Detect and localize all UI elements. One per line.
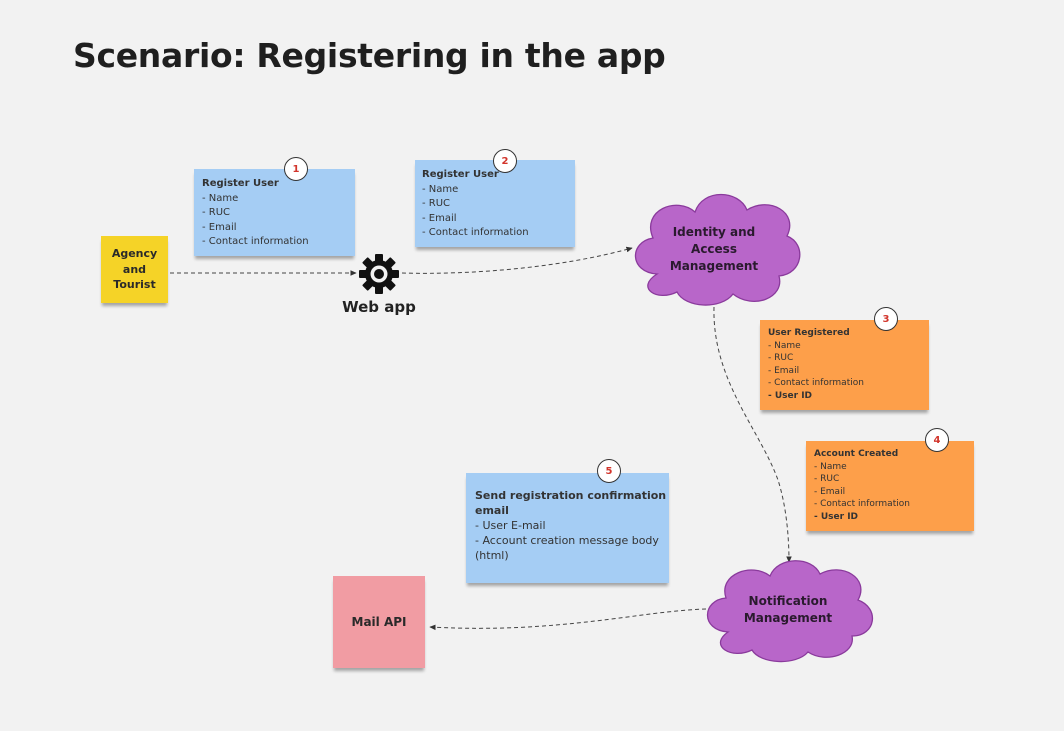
note-line: - User ID xyxy=(768,390,813,401)
note-line: - Email xyxy=(814,486,846,497)
note-line: - Name xyxy=(422,183,459,195)
note-line: - RUC xyxy=(422,198,451,209)
note-line: - Email xyxy=(422,212,457,224)
connector-notification-to-mail xyxy=(429,608,707,631)
note-heading: Send registration confirmation xyxy=(475,489,667,502)
step-badge-3: 3 xyxy=(874,307,898,331)
note-line: - Contact information xyxy=(422,227,529,238)
iam-label: Identity and Access Management xyxy=(650,222,778,276)
notification-label-line1: Notification xyxy=(748,594,828,608)
agency-label-line2: and xyxy=(122,262,147,276)
event-note-4: Account Created - Name - RUC - Email - C… xyxy=(806,441,974,531)
step-badge-5: 5 xyxy=(597,459,621,483)
note-line: - Contact information xyxy=(768,378,864,388)
note-line: - Email xyxy=(202,221,237,233)
note-heading: Register User xyxy=(422,169,499,180)
notification-label-line2: Management xyxy=(743,611,833,625)
iam-label-line1: Identity and xyxy=(672,224,756,239)
agency-label-line3: Tourist xyxy=(113,278,156,292)
notification-label: Notification Management xyxy=(728,590,848,630)
note-line: - Account creation message body xyxy=(475,534,659,547)
mail-api-label: Mail API xyxy=(351,615,407,629)
note-line: - User ID xyxy=(814,511,859,522)
note-heading: Register User xyxy=(202,178,279,189)
step-badge-1: 1 xyxy=(284,157,308,181)
note-line: - Name xyxy=(202,192,239,204)
actor-mail-api: Mail API xyxy=(333,576,425,668)
event-note-1: Register User - Name - RUC - Email - Con… xyxy=(194,169,355,256)
page-title: Scenario: Registering in the app xyxy=(73,36,666,75)
actor-agency-tourist: Agency and Tourist xyxy=(101,236,168,303)
step-badge-4: 4 xyxy=(925,428,949,452)
event-note-2: Register User - Name - RUC - Email - Con… xyxy=(415,160,575,247)
note-line: - Name xyxy=(814,461,847,472)
note-line: - Email xyxy=(768,365,800,376)
event-note-5: Send registration confirmation email - U… xyxy=(466,473,669,583)
note-heading: Account Created xyxy=(814,449,899,459)
gear-icon xyxy=(359,254,399,294)
note-line: - Contact information xyxy=(814,499,910,509)
note-line: - Name xyxy=(768,340,801,351)
note-heading-cont: email xyxy=(475,504,509,517)
note-line: - RUC xyxy=(768,353,794,363)
note-line: - Contact information xyxy=(202,236,309,247)
note-line: - RUC xyxy=(814,474,840,484)
agency-label-line1: Agency xyxy=(111,247,158,261)
iam-cloud xyxy=(634,193,801,306)
connector-iam-to-notification xyxy=(713,306,792,563)
note-line: (html) xyxy=(475,549,509,562)
iam-label-line3: Management xyxy=(669,258,759,273)
connector-webapp-to-iam xyxy=(401,246,633,274)
webapp-label: Web app xyxy=(342,298,416,316)
step-badge-2: 2 xyxy=(493,149,517,173)
iam-label-line2: Access xyxy=(691,241,737,256)
notification-cloud xyxy=(706,560,874,663)
note-line: - User E-mail xyxy=(475,519,546,532)
note-line: - RUC xyxy=(202,207,231,218)
note-heading: User Registered xyxy=(768,328,850,338)
event-note-3: User Registered - Name - RUC - Email - C… xyxy=(760,320,929,410)
